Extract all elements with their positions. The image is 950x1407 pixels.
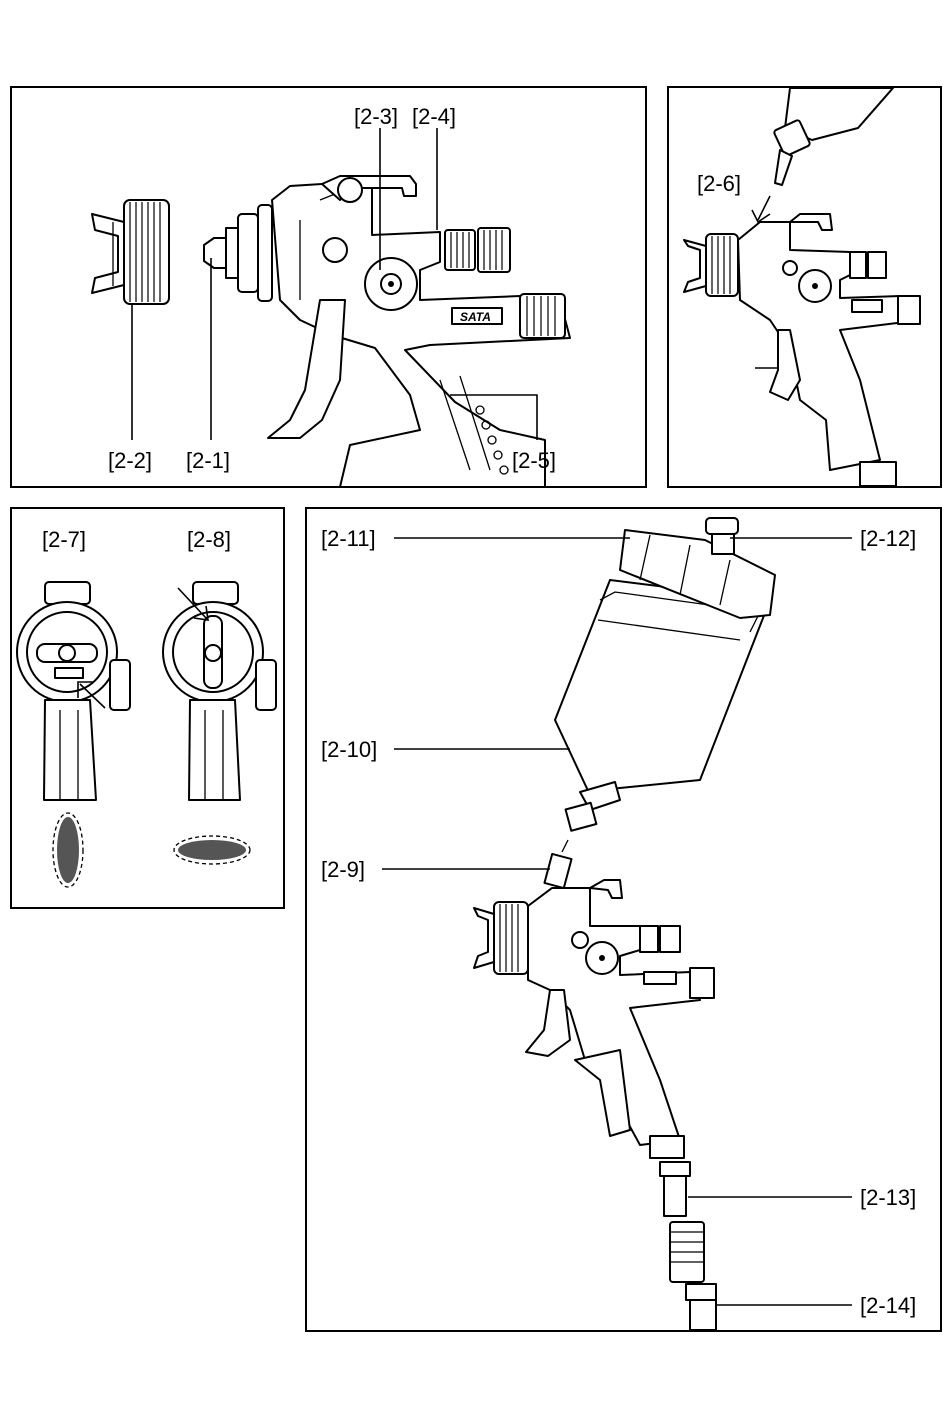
label-2-9: [2-9] [321,857,365,882]
label-2-1: [2-1] [186,448,230,473]
label-2-10: [2-10] [321,737,377,762]
label-2-3: [2-3] [354,104,398,129]
label-2-12: [2-12] [860,526,916,551]
air-cap-front-icon [17,582,130,800]
flow-knob-icon [365,258,417,310]
air-cap-icon [92,200,169,304]
label-2-8: [2-8] [187,527,231,552]
label-2-14: [2-14] [860,1293,916,1318]
arrow-icon [752,196,770,222]
panel-1: SATA [2-2] [2-1] [2-3] [2-4] [2-5] [11,87,646,487]
spray-pattern-icon [174,836,250,864]
label-2-13: [2-13] [860,1185,916,1210]
air-connector-icon [660,1162,690,1216]
quick-coupling-icon [670,1222,716,1330]
brand-badge-text: SATA [460,310,491,324]
label-2-4: [2-4] [412,104,456,129]
paint-nozzle-icon [204,205,272,301]
label-2-7: [2-7] [42,527,86,552]
spread-knob-icon [445,228,510,272]
spray-pattern-icon [53,813,83,887]
label-2-5: [2-5] [512,448,556,473]
spray-gun-icon: SATA [268,176,570,487]
label-2-11: [2-11] [321,526,376,551]
panel-2: [2-6] [668,87,941,487]
grease-tube-icon [773,88,893,185]
spray-gun-icon [684,214,920,486]
panel-3: [2-7] [2-8] [11,508,284,908]
air-cap-front-icon [163,582,276,800]
spray-gun-icon [474,880,714,1158]
label-2-6: [2-6] [697,171,741,196]
panel-4: [2-11] [2-12] [2-10] [2-9] [2-13] [2-14] [306,508,941,1331]
label-2-2: [2-2] [108,448,152,473]
strainer-icon [544,840,571,888]
